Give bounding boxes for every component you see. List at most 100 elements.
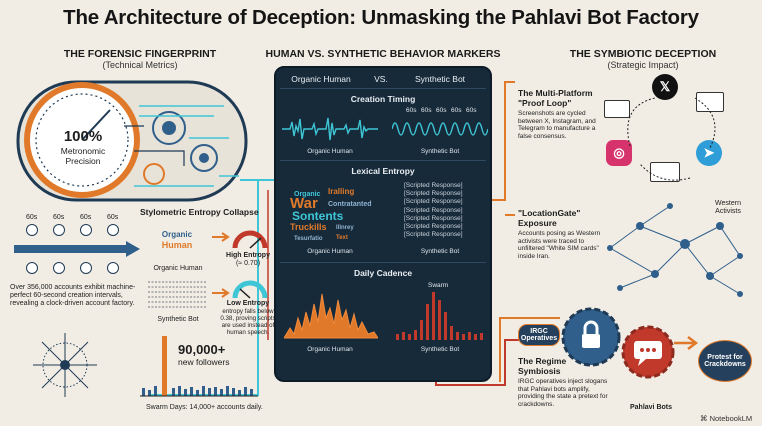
synthetic-bot-label: Synthetic Bot (420, 248, 460, 255)
scripted-response: [Scripted Response] (404, 198, 463, 206)
protest-label-1: Protest for (707, 354, 743, 361)
arrow-right-icon (212, 288, 230, 298)
gauge-label-2: Precision (65, 156, 101, 166)
creation-timing-title: Creation Timing (350, 94, 416, 104)
notebooklm-logo-icon: ⌘ (700, 414, 708, 423)
svg-text:Iralling: Iralling (328, 187, 354, 196)
low-entropy-label: Low Entropy (226, 300, 270, 307)
organic-timing-wave (282, 117, 378, 141)
human-wordcloud: Organic Human (161, 230, 193, 250)
swarm-days-label: Swarm Days: 14,000+ accounts daily. (146, 404, 263, 411)
divider (280, 262, 486, 263)
left-subheading: (Technical Metrics) (102, 60, 178, 70)
arrow-right-icon (212, 232, 230, 242)
svg-text:Organic: Organic (294, 191, 321, 198)
proof-loop-title-1: The Multi-Platform (518, 88, 593, 98)
pahlavi-bots-label: Pahlavi Bots (629, 404, 672, 411)
regime-title-1: The Regime (518, 356, 567, 366)
stylometric-title: Stylometric Entropy Collapse (140, 207, 259, 217)
gauge-label-1: Metronomic (60, 146, 106, 156)
proof-loop-title-2: "Proof Loop" (518, 98, 572, 108)
svg-text:Contratanted: Contratanted (328, 201, 372, 208)
interval-label: 60s (26, 214, 38, 221)
clock-icon (80, 262, 92, 274)
organic-human-label: Organic Human (307, 346, 353, 353)
timing-tick: 60s (421, 107, 432, 114)
scripted-response: [Scripted Response] (404, 182, 463, 189)
organic-wordcloud: Organic Iralling War Contratanted Sonten… (290, 187, 372, 242)
telegram-icon: ➤ (696, 140, 722, 166)
locationgate-title-1: "LocationGate" (518, 208, 581, 218)
left-heading: THE FORENSIC FINGERPRINT (63, 48, 217, 60)
clock-icon (26, 224, 38, 236)
timing-tick: 60s (436, 107, 447, 114)
swarm-bar-chart (140, 336, 258, 397)
irgc-operatives-label-1: IRGC (530, 328, 548, 335)
timing-tick: 60s (406, 107, 417, 114)
svg-text:War: War (290, 195, 318, 212)
scripted-response: [Scripted Response] (404, 223, 463, 231)
comparison-panel (274, 66, 492, 382)
interval-label: 60s (107, 214, 119, 221)
swarm-label: Swarm (428, 282, 449, 289)
clock-icon (26, 262, 38, 274)
gauge-value: 100% (63, 128, 103, 145)
divider (280, 160, 486, 161)
synthetic-bot-label: Synthetic Bot (157, 316, 199, 323)
bot-cadence-chart (396, 292, 483, 340)
clock-icon (80, 224, 92, 236)
precision-dial (16, 80, 248, 202)
screenshot-card-icon (604, 100, 630, 118)
low-entropy-description: entropy falls below 0.38, proving script… (220, 308, 276, 336)
organic-cadence-chart (284, 293, 378, 339)
proof-loop-cycle (627, 97, 716, 181)
speech-gear-icon (621, 325, 675, 379)
clock-icon (53, 224, 65, 236)
right-heading: THE SYMBIOTIC DECEPTION (569, 48, 717, 60)
clock-icon (53, 262, 65, 274)
western-activists-label-1: Western (715, 200, 741, 207)
page-title: The Architecture of Deception: Unmasking… (63, 6, 699, 29)
regime-description: IRGC operatives inject slogans that Pahl… (518, 378, 608, 408)
interval-label: 60s (80, 214, 92, 221)
organic-human-label: Organic Human (153, 265, 203, 272)
organic-human-label: Organic Human (307, 148, 353, 155)
timing-tick: 60s (451, 107, 462, 114)
swarm-radial-icon (33, 333, 97, 397)
western-activists-label-2: Activists (715, 208, 741, 215)
svg-text:Sontents: Sontents (292, 209, 344, 223)
irgc-operatives-label-2: Operatives (520, 335, 558, 342)
scripted-response: [Scripted Response] (404, 190, 463, 198)
timeline-arrow-icon (14, 241, 140, 257)
locationgate-description: Accounts posing as Western activists wer… (518, 230, 601, 260)
x-logo-icon: 𝕏 (652, 74, 678, 100)
padlock-gear-icon (561, 307, 621, 367)
followers-value: 90,000+ (178, 342, 226, 357)
scripted-response: [Scripted Response] (404, 231, 463, 239)
svg-text:Illnrey: Illnrey (336, 225, 354, 231)
svg-text:Tesurfatio: Tesurfatio (294, 236, 323, 242)
organic-human-label: Organic Human (307, 248, 353, 255)
bot-timing-wave (392, 122, 488, 136)
protest-crackdowns-badge: Protest for Crackdowns (698, 340, 752, 382)
synthetic-bot-label: Synthetic Bot (420, 346, 460, 353)
scripted-response: [Scripted Response] (404, 206, 463, 214)
irgc-operatives-badge: IRGC Operatives (518, 324, 560, 346)
interval-label: 60s (53, 214, 65, 221)
followers-label: new followers (178, 357, 230, 367)
low-entropy-gauge-icon (232, 280, 268, 299)
arrow-right-icon (674, 336, 699, 350)
clock-icon (107, 262, 119, 274)
activist-network (607, 203, 743, 297)
account-description: Over 356,000 accounts exhibit machine-pe… (10, 284, 136, 307)
timing-tick: 60s (466, 107, 477, 114)
watermark-text: NotebookLM (709, 414, 753, 423)
instagram-icon: ◎ (606, 140, 632, 166)
daily-cadence-title: Daily Cadence (353, 268, 413, 278)
regime-title-2: Symbiosis (518, 366, 561, 376)
scripted-response-list: [Scripted Response] [Scripted Response] … (404, 182, 478, 239)
svg-text:Truckills: Truckills (290, 222, 327, 232)
high-entropy-gauge-icon (232, 230, 268, 249)
clock-icon (107, 224, 119, 236)
locationgate-title-2: Exposure (518, 218, 557, 228)
